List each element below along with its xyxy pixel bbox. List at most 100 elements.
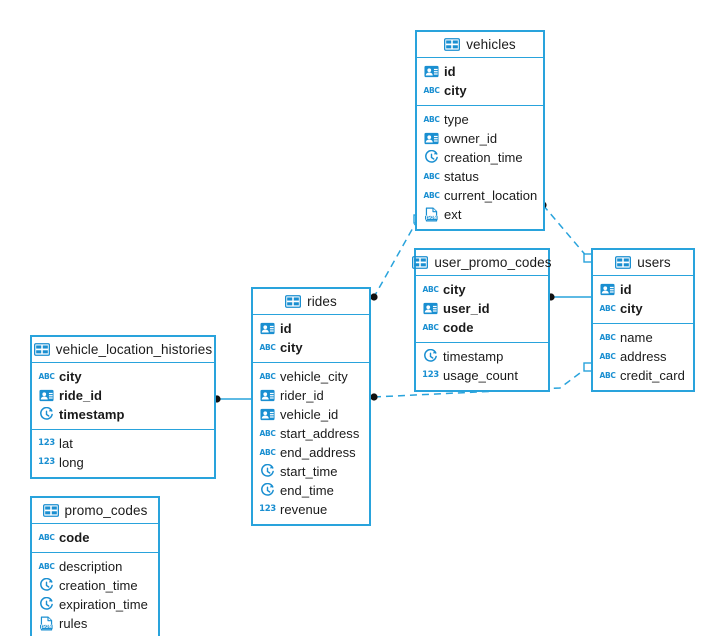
field-ext[interactable]: JSON ext	[417, 205, 543, 224]
abc-icon: ABC	[259, 428, 276, 438]
key-field-city[interactable]: ABC city	[416, 280, 548, 299]
num-icon: 123	[422, 370, 439, 381]
field-expiration_time[interactable]: expiration_time	[32, 595, 158, 614]
key-field-id[interactable]: id	[593, 280, 693, 299]
entity-header-promo_codes[interactable]: promo_codes	[32, 498, 158, 524]
field-label: code	[443, 320, 474, 335]
field-label: timestamp	[443, 349, 504, 364]
field-revenue[interactable]: 123 revenue	[253, 500, 369, 519]
field-timestamp[interactable]: timestamp	[416, 347, 548, 366]
key-field-code[interactable]: ABC code	[32, 528, 158, 547]
field-label: code	[59, 530, 90, 545]
key-field-ride_id[interactable]: ride_id	[32, 386, 214, 405]
field-label: id	[444, 64, 456, 79]
field-label: ext	[444, 207, 462, 222]
key-field-id[interactable]: id	[417, 62, 543, 81]
field-vehicle_id[interactable]: vehicle_id	[253, 405, 369, 424]
key-field-timestamp[interactable]: timestamp	[32, 405, 214, 424]
from-filled-dot-marker	[370, 393, 378, 401]
entity-title: rides	[307, 294, 337, 309]
field-label: city	[444, 83, 467, 98]
num-icon: 123	[38, 457, 55, 468]
clock-icon	[424, 150, 439, 165]
abc-icon: ABC	[259, 371, 276, 381]
entity-header-user_promo_codes[interactable]: user_promo_codes	[412, 250, 552, 276]
field-label: name	[620, 330, 653, 345]
entity-header-rides[interactable]: rides	[253, 289, 369, 315]
clock-icon	[260, 464, 275, 479]
field-label: vehicle_id	[280, 407, 339, 422]
entity-header-vehicle_location_histories[interactable]: vehicle_location_histories	[32, 337, 214, 363]
key-field-id[interactable]: id	[253, 319, 369, 338]
field-start_time[interactable]: start_time	[253, 462, 369, 481]
field-label: long	[59, 455, 84, 470]
field-end_time[interactable]: end_time	[253, 481, 369, 500]
table-icon	[412, 255, 429, 270]
abc-icon: ABC	[422, 284, 439, 294]
field-label: revenue	[280, 502, 328, 517]
field-label: start_time	[280, 464, 338, 479]
clock-icon	[39, 407, 54, 422]
field-label: end_time	[280, 483, 334, 498]
key-id-icon	[260, 388, 275, 403]
field-label: user_id	[443, 301, 490, 316]
entity-header-vehicles[interactable]: vehicles	[417, 32, 543, 58]
table-icon	[444, 37, 461, 52]
field-creation_time[interactable]: creation_time	[417, 148, 543, 167]
field-rider_id[interactable]: rider_id	[253, 386, 369, 405]
entity-title: user_promo_codes	[434, 255, 552, 270]
num-icon: 123	[259, 504, 276, 515]
entity-header-users[interactable]: users	[593, 250, 693, 276]
abc-icon: ABC	[38, 532, 55, 542]
key-id-icon	[423, 301, 438, 316]
json-icon: JSON	[39, 616, 54, 631]
abc-icon: ABC	[38, 561, 55, 571]
key-id-icon	[260, 407, 275, 422]
clock-icon	[39, 597, 54, 612]
key-field-user_id[interactable]: user_id	[416, 299, 548, 318]
entity-title: vehicle_location_histories	[55, 342, 213, 357]
field-long[interactable]: 123 long	[32, 453, 214, 472]
field-vehicle_city[interactable]: ABC vehicle_city	[253, 367, 369, 386]
field-label: end_address	[280, 445, 356, 460]
table-icon	[615, 255, 632, 270]
field-label: city	[443, 282, 466, 297]
field-label: lat	[59, 436, 73, 451]
entity-title: vehicles	[466, 37, 516, 52]
json-icon: JSON	[424, 207, 439, 222]
entity-title: promo_codes	[64, 503, 148, 518]
abc-icon: ABC	[423, 171, 440, 181]
relationship-user_promo_codes-users	[547, 293, 591, 301]
field-owner_id[interactable]: owner_id	[417, 129, 543, 148]
clock-icon	[39, 578, 54, 593]
field-label: ride_id	[59, 388, 102, 403]
field-label: vehicle_city	[280, 369, 348, 384]
entity-title: users	[637, 255, 671, 270]
field-creation_time[interactable]: creation_time	[32, 576, 158, 595]
